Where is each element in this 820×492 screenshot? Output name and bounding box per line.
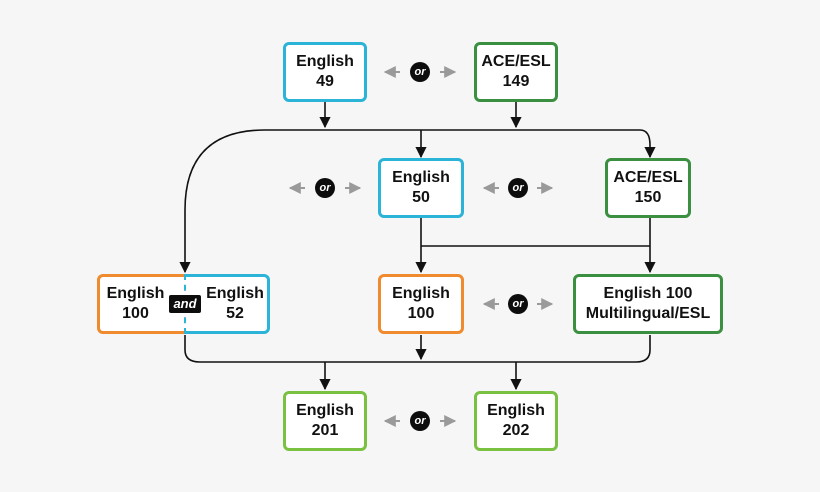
and-badge: and [169, 295, 201, 313]
node-label-line2: 100 [122, 305, 149, 322]
node-english-100-and-52: English 100 English 52 and [97, 274, 270, 334]
node-label-line1: English 100 [603, 285, 693, 302]
node-label-line1: English [296, 402, 354, 419]
or-badge: or [508, 294, 528, 314]
or-badge: or [410, 411, 430, 431]
or-badge: or [508, 178, 528, 198]
node-label-line2: 49 [316, 73, 334, 90]
node-label-line2: 149 [502, 73, 530, 90]
node-ace-esl-150: ACE/ESL 150 [605, 158, 691, 218]
node-english-49: English 49 [283, 42, 367, 102]
node-english-100-multilingual-esl: English 100 Multilingual/ESL [573, 274, 723, 334]
node-label-line2: Multilingual/ESL [585, 305, 711, 322]
node-label-line2: 202 [502, 422, 530, 439]
curve-to-ace150 [639, 129, 656, 159]
node-label-line2: 52 [226, 305, 244, 322]
node-label-line1: English [487, 402, 545, 419]
node-label-line1: English [206, 285, 264, 302]
node-label-line2: 150 [634, 189, 662, 206]
node-label-line2: 201 [311, 422, 339, 439]
or-badge: or [410, 62, 430, 82]
node-english-100: English 100 [378, 274, 464, 334]
node-label-line1: English [296, 53, 354, 70]
curve-to-combo [179, 129, 266, 274]
node-label-line2: 100 [407, 305, 435, 322]
bottom-collect-line [184, 335, 651, 363]
node-english-202: English 202 [474, 391, 558, 451]
node-label-line2: 50 [412, 189, 430, 206]
node-english-201: English 201 [283, 391, 367, 451]
node-label-line1: English [392, 285, 450, 302]
node-label-line1: English [392, 169, 450, 186]
node-english-50: English 50 [378, 158, 464, 218]
node-label-line1: ACE/ESL [481, 53, 551, 70]
or-badge: or [315, 178, 335, 198]
node-ace-esl-149: ACE/ESL 149 [474, 42, 558, 102]
node-label-line1: ACE/ESL [613, 169, 683, 186]
node-english-100-part: English 100 [97, 274, 185, 334]
node-label-line1: English [106, 285, 165, 302]
